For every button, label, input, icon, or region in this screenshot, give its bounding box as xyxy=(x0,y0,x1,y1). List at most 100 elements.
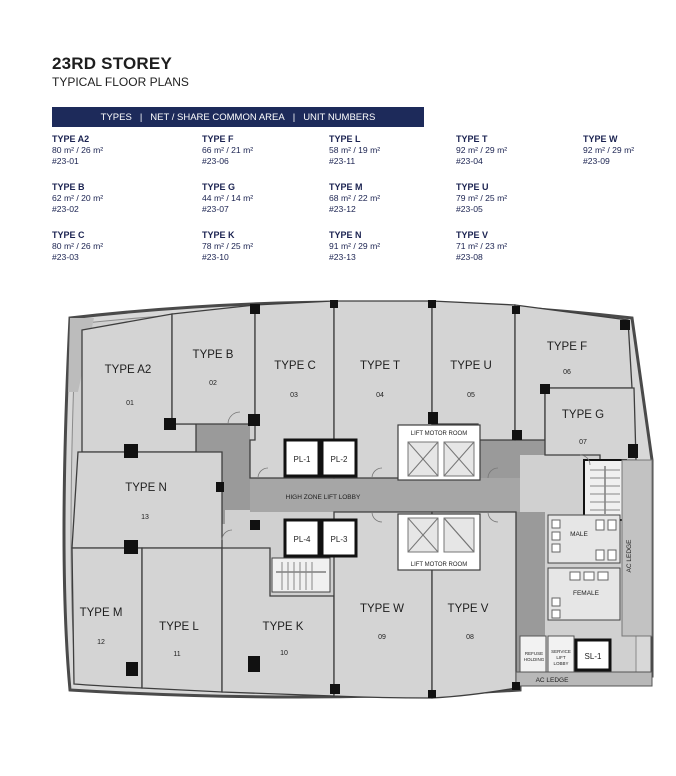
room-number: 05 xyxy=(467,392,475,399)
lift-label: PL-2 xyxy=(331,455,348,464)
lift-motor-room-top xyxy=(397,424,481,481)
unit-type: TYPE G xyxy=(202,182,236,192)
unit-area: 92 m² / 29 m² xyxy=(583,145,635,155)
room-number: 03 xyxy=(290,392,298,399)
lift-pl-3 xyxy=(320,518,358,558)
lift-label: PL-3 xyxy=(331,535,348,544)
unit-g xyxy=(544,387,637,461)
unit-number: #23-13 xyxy=(329,252,356,262)
legend-separator: | xyxy=(139,111,143,123)
unit-type: TYPE F xyxy=(202,134,234,144)
lift-sl-1 xyxy=(574,638,612,672)
unit-area: 91 m² / 29 m² xyxy=(329,241,381,251)
unit-type: TYPE L xyxy=(329,134,361,144)
room-label: TYPE G xyxy=(562,409,604,421)
unit-type: TYPE N xyxy=(329,230,362,240)
room-label: TYPE C xyxy=(274,360,316,372)
male-label: MALE xyxy=(570,531,588,538)
unit-area: 58 m² / 19 m² xyxy=(329,145,381,155)
unit-type: TYPE K xyxy=(202,230,235,240)
unit-entry: TYPE B 62 m² / 20 m² #23-02 xyxy=(52,182,103,215)
legend-unit-numbers: UNIT NUMBERS xyxy=(303,111,376,123)
room-number: 06 xyxy=(563,369,571,376)
unit-type: TYPE B xyxy=(52,182,85,192)
ac-ledge-label: AC LEDGE xyxy=(626,539,633,573)
unit-entry: TYPE N 91 m² / 29 m² #23-13 xyxy=(329,230,380,263)
lift-label: PL-4 xyxy=(294,535,311,544)
structural-columns xyxy=(124,300,638,698)
room-number: 07 xyxy=(579,439,587,446)
room-number: 10 xyxy=(280,650,288,657)
service-lobby-label: SERVICE xyxy=(551,649,571,654)
unit-entry: TYPE F 66 m² / 21 m² #23-06 xyxy=(202,134,253,167)
legend-area: NET / SHARE COMMON AREA xyxy=(150,111,285,123)
lift-motor-room-bottom xyxy=(397,513,481,571)
legend-bar: TYPES | NET / SHARE COMMON AREA | UNIT N… xyxy=(52,107,424,127)
room-label: TYPE W xyxy=(360,603,404,615)
legend-separator: | xyxy=(292,111,296,123)
toilet-fixtures xyxy=(551,519,617,619)
unit-number: #23-10 xyxy=(202,252,229,262)
unit-number: #23-02 xyxy=(52,204,79,214)
room-label: TYPE U xyxy=(450,360,492,372)
refuse-holding-room xyxy=(519,635,547,673)
unit-type: TYPE A2 xyxy=(52,134,90,144)
room-label: TYPE N xyxy=(125,482,167,494)
unit-area: 62 m² / 20 m² xyxy=(52,193,104,203)
lift-pl-2 xyxy=(320,438,358,478)
unit-entry: TYPE K 78 m² / 25 m² #23-10 xyxy=(202,230,253,263)
legend-types: TYPES xyxy=(100,111,132,123)
unit-number: #23-04 xyxy=(456,156,483,166)
room-label: TYPE F xyxy=(547,341,587,353)
unit-area: 78 m² / 25 m² xyxy=(202,241,254,251)
room-label: TYPE M xyxy=(80,607,123,619)
unit-entry: TYPE M 68 m² / 22 m² #23-12 xyxy=(329,182,380,215)
lobby-label: HIGH ZONE LIFT LOBBY xyxy=(286,494,361,501)
refuse-label: REFUSE xyxy=(525,651,543,656)
unit-l xyxy=(141,547,223,693)
lift-label: PL-1 xyxy=(294,455,311,464)
service-lobby-label: LOBBY xyxy=(553,661,568,666)
unit-area: 92 m² / 29 m² xyxy=(456,145,508,155)
unit-type: TYPE M xyxy=(329,182,363,192)
unit-entry: TYPE U 79 m² / 25 m² #23-05 xyxy=(456,182,507,215)
room-number: 08 xyxy=(466,634,474,641)
unit-entry: TYPE A2 80 m² / 26 m² #23-01 xyxy=(52,134,103,167)
unit-number: #23-12 xyxy=(329,204,356,214)
unit-entry: TYPE C 80 m² / 26 m² #23-03 xyxy=(52,230,103,263)
unit-number: #23-05 xyxy=(456,204,483,214)
unit-number: #23-11 xyxy=(329,156,356,166)
unit-number: #23-01 xyxy=(52,156,79,166)
unit-area: 79 m² / 25 m² xyxy=(456,193,508,203)
unit-area: 66 m² / 21 m² xyxy=(202,145,254,155)
unit-entry: TYPE G 44 m² / 14 m² #23-07 xyxy=(202,182,253,215)
room-number: 13 xyxy=(141,514,149,521)
staircase-right xyxy=(583,459,627,521)
room-number: 01 xyxy=(126,400,134,407)
room-label: TYPE K xyxy=(263,621,304,633)
unit-number: #23-03 xyxy=(52,252,79,262)
room-label: TYPE L xyxy=(159,621,199,633)
unit-n xyxy=(71,451,223,549)
unit-entry: TYPE W 92 m² / 29 m² #23-09 xyxy=(583,134,634,167)
room-label: TYPE V xyxy=(448,603,489,615)
ac-ledge-label: AC LEDGE xyxy=(536,677,570,684)
page-subtitle: TYPICAL FLOOR PLANS xyxy=(52,75,189,89)
unit-number: #23-07 xyxy=(202,204,229,214)
room-label: TYPE T xyxy=(360,360,400,372)
unit-area: 68 m² / 22 m² xyxy=(329,193,381,203)
refuse-label: HOLDING xyxy=(524,657,545,662)
unit-number: #23-09 xyxy=(583,156,610,166)
unit-type: TYPE U xyxy=(456,182,489,192)
service-lift-lobby xyxy=(547,635,575,673)
door-swings xyxy=(221,411,591,541)
staircase-left xyxy=(271,557,331,593)
room-number: 11 xyxy=(173,651,180,658)
unit-area: 80 m² / 26 m² xyxy=(52,241,104,251)
unit-type: TYPE W xyxy=(583,134,618,144)
ac-ledge-bottom-strip xyxy=(515,671,653,687)
lift-motor-room-label: LIFT MOTOR ROOM xyxy=(411,431,467,437)
room-label: TYPE A2 xyxy=(105,364,152,376)
lift-lobby xyxy=(250,478,520,512)
